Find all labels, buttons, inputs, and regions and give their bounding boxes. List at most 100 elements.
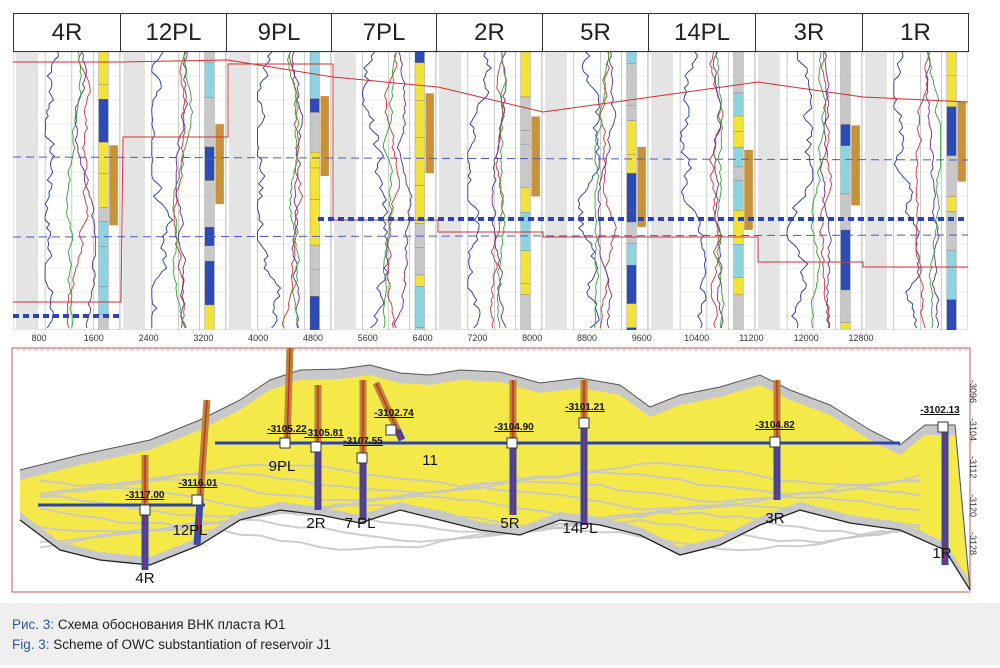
well-header-4R: 4R bbox=[13, 13, 121, 52]
log-curve bbox=[257, 52, 282, 329]
lithology-interval bbox=[946, 155, 957, 197]
depth-tick-label: -3096 bbox=[968, 380, 978, 404]
lithology-interval bbox=[309, 112, 320, 153]
owc-value-label: -3105.22 bbox=[267, 424, 307, 435]
log-curve bbox=[925, 52, 940, 329]
lithology-interval bbox=[946, 75, 957, 107]
well-name-label: 4R bbox=[135, 570, 155, 587]
lithology-interval bbox=[946, 52, 957, 76]
depth-tick-label: -3104 bbox=[968, 418, 978, 442]
log-curve bbox=[786, 52, 814, 329]
log-curve bbox=[496, 52, 507, 328]
x-tick-label: 1600 bbox=[83, 333, 104, 343]
x-tick-label: 3200 bbox=[193, 333, 214, 343]
depth-track bbox=[229, 52, 251, 330]
depth-track bbox=[865, 52, 887, 330]
caption-ru: Рис. 3: Схема обоснования ВНК пласта Ю1 bbox=[12, 615, 1000, 635]
well-name-label: 14PL bbox=[562, 520, 598, 537]
well-trajectory bbox=[286, 347, 291, 446]
lithology-interval bbox=[733, 146, 744, 168]
lithology-interval bbox=[98, 52, 109, 85]
lithology-interval bbox=[626, 327, 637, 330]
lithology-interval bbox=[204, 304, 215, 330]
log-panel bbox=[541, 52, 649, 330]
lithology-interval bbox=[733, 92, 744, 117]
saturation-interval bbox=[531, 116, 540, 197]
lithology-interval bbox=[414, 52, 425, 63]
owc-value-label: -3104.90 bbox=[494, 422, 534, 433]
depth-track bbox=[651, 52, 673, 330]
depth-track bbox=[758, 52, 780, 330]
lithology-interval bbox=[520, 143, 531, 188]
log-panel bbox=[225, 52, 332, 330]
lithology-interval bbox=[414, 100, 425, 138]
saturation-interval bbox=[425, 93, 434, 174]
well-name-label: 1R bbox=[932, 545, 952, 562]
x-tick-label: 7200 bbox=[467, 333, 488, 343]
saturation-interval bbox=[851, 125, 860, 206]
lithology-interval bbox=[309, 199, 320, 246]
owc-value-label: -3117.00 bbox=[125, 490, 165, 501]
lithology-interval bbox=[414, 223, 425, 248]
saturation-interval bbox=[109, 145, 118, 226]
log-curve bbox=[599, 52, 617, 329]
lithology-interval bbox=[840, 52, 851, 95]
lithology-interval bbox=[733, 166, 744, 181]
owc-value-label: -3102.74 bbox=[374, 408, 414, 419]
well-12PL bbox=[191, 399, 211, 546]
depth-track bbox=[16, 52, 38, 330]
well-header-14PL: 14PL bbox=[648, 13, 756, 52]
owc-marker bbox=[578, 417, 590, 429]
owc-value-label: -3105.81 bbox=[304, 428, 344, 439]
saturation-interval bbox=[744, 149, 753, 230]
well-header-5R: 5R bbox=[542, 13, 649, 52]
lithology-interval bbox=[840, 94, 851, 125]
caption-en: Fig. 3: Scheme of OWC substantiation of … bbox=[12, 635, 1000, 655]
dashed-line bbox=[13, 234, 968, 238]
lithology-interval bbox=[840, 289, 851, 323]
well-2R bbox=[310, 385, 322, 510]
lithology-interval bbox=[98, 246, 109, 287]
log-curve bbox=[679, 52, 707, 329]
saturation-interval bbox=[957, 101, 966, 182]
lithology-interval bbox=[98, 173, 109, 208]
log-curve bbox=[712, 52, 724, 329]
owc-marker bbox=[385, 424, 397, 436]
log-panel bbox=[119, 52, 227, 330]
well-header-9PL: 9PL bbox=[226, 13, 332, 52]
log-curve bbox=[384, 52, 400, 329]
lithology-interval bbox=[98, 99, 109, 143]
well-14PL bbox=[578, 380, 590, 525]
lithology-interval bbox=[98, 84, 109, 100]
well-5R bbox=[506, 380, 518, 515]
log-panel bbox=[754, 52, 863, 330]
lithology-interval bbox=[733, 294, 744, 330]
caption-ru-label: Рис. 3: bbox=[12, 617, 55, 632]
depth-tick-label: -3128 bbox=[968, 532, 978, 556]
well-header-12PL: 12PL bbox=[120, 13, 227, 52]
lithology-interval bbox=[840, 322, 851, 330]
lithology-interval bbox=[98, 286, 109, 315]
lithology-interval bbox=[733, 180, 744, 211]
lithology-interval bbox=[414, 62, 425, 101]
dashed-line bbox=[13, 156, 968, 161]
log-curve bbox=[927, 52, 941, 329]
log-curve bbox=[383, 52, 397, 329]
well-1R bbox=[937, 421, 949, 565]
log-curve bbox=[361, 52, 389, 329]
lithology-interval bbox=[98, 221, 109, 247]
correlation-line bbox=[13, 59, 968, 113]
shale-lens bbox=[39, 526, 921, 552]
lithology-interval bbox=[626, 154, 637, 174]
log-panel bbox=[647, 52, 756, 330]
lithology-interval bbox=[520, 130, 531, 145]
lithology-interval bbox=[520, 294, 531, 330]
lithology-interval bbox=[840, 193, 851, 231]
well-4R bbox=[139, 455, 151, 570]
log-curve bbox=[74, 52, 96, 329]
lithology-interval bbox=[414, 327, 425, 330]
log-curve bbox=[291, 52, 304, 329]
x-tick-label: 4800 bbox=[302, 333, 324, 343]
well-name-label: 5R bbox=[500, 515, 520, 532]
owc-marker bbox=[937, 421, 949, 433]
